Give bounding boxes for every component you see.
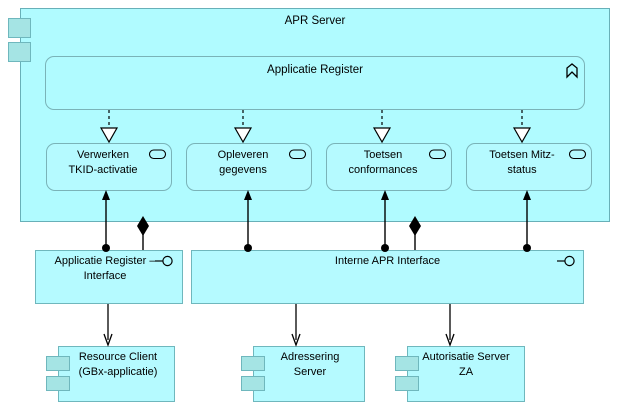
resource-client-component-tab-bottom <box>46 376 70 391</box>
interface-label-interne-apr-interface: Interne APR Interface <box>334 255 441 267</box>
component-box-adressering-server[interactable] <box>253 346 365 402</box>
interface-label-applicatie-register-interface: Applicatie Register – Interface <box>54 255 156 282</box>
component-box-resource-client[interactable] <box>58 346 175 402</box>
interface-box-applicatie-register-interface[interactable] <box>35 250 183 304</box>
service-label-verwerken-tkid-activatie: Verwerken TKID-activatie <box>68 149 138 176</box>
service-label-toetsen-mitz-status: Toetsen Mitz- status <box>489 149 555 176</box>
applicatie-register-box[interactable] <box>45 56 585 110</box>
apr-server-title: APR Server <box>284 15 346 27</box>
component-label-adressering-server: Adressering Server <box>280 351 340 378</box>
provided-interface-ball-icon <box>155 255 173 267</box>
apr-server-component-tab-bottom <box>8 42 31 62</box>
service-label-toetsen-conformances: Toetsen conformances <box>348 149 418 176</box>
autorisatie-server-component-tab-bottom <box>395 376 419 391</box>
adressering-server-component-tab-top <box>241 356 265 371</box>
chevron-up-bookmark-icon <box>566 63 578 79</box>
service-label-opleveren-gegevens: Opleveren gegevens <box>217 149 269 176</box>
resource-client-component-tab-top <box>46 356 70 371</box>
component-label-autorisatie-server-za: Autorisatie Server ZA <box>422 351 510 378</box>
provided-interface-ball-icon <box>557 255 575 267</box>
dependency-arrow-to-adressering-server <box>291 304 301 347</box>
application-service-icon <box>148 149 167 160</box>
application-service-icon <box>568 149 587 160</box>
component-label-resource-client: Resource Client (GBx-applicatie) <box>78 351 158 378</box>
dependency-arrow-to-autorisatie-server <box>445 304 455 347</box>
component-box-autorisatie-server-za[interactable] <box>407 346 525 402</box>
dependency-arrow-to-resource-client <box>103 304 113 347</box>
applicatie-register-title: Applicatie Register <box>267 64 363 76</box>
application-service-icon <box>428 149 447 160</box>
adressering-server-component-tab-bottom <box>241 376 265 391</box>
apr-server-component-tab-top <box>8 18 31 38</box>
application-service-icon <box>288 149 307 160</box>
autorisatie-server-component-tab-top <box>395 356 419 371</box>
